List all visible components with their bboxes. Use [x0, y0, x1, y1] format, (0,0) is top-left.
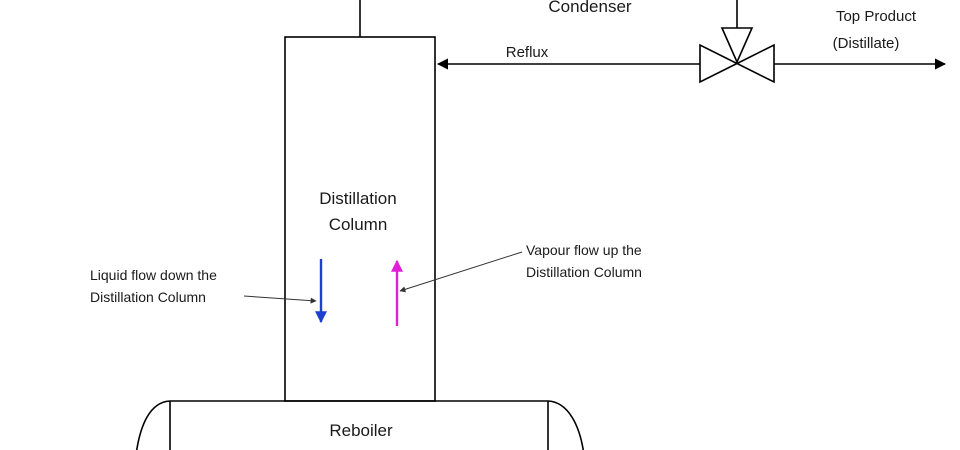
- liquid-flow-label-line1: Liquid flow down the: [90, 267, 217, 283]
- liquid-flow-leader: [243, 295, 317, 304]
- condenser-label: Condenser: [548, 0, 632, 16]
- vapour-flow-label-line2: Distillation Column: [526, 264, 642, 280]
- vapour-flow-leader: [399, 251, 523, 293]
- column-label-line1: Distillation: [319, 189, 396, 208]
- column-label-line2: Column: [329, 215, 388, 234]
- valve-actuator: [720, 27, 754, 64]
- top-product-label: Top Product: [836, 8, 917, 25]
- reboiler-vessel: [135, 400, 584, 450]
- top-product-sublabel: (Distillate): [833, 35, 900, 52]
- reflux-split-valve: [699, 43, 775, 84]
- reflux-label: Reflux: [506, 44, 549, 61]
- reboiler-label: Reboiler: [329, 421, 393, 440]
- liquid-flow-label-line2: Distillation Column: [90, 289, 206, 305]
- vapour-flow-label-line1: Vapour flow up the: [526, 242, 642, 258]
